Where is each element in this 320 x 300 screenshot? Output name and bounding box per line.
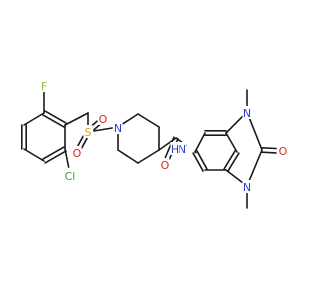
bond-b2-b3 (225, 132, 238, 153)
bonds (20, 89, 277, 209)
bond-C9-O3 (164, 136, 175, 159)
bond-b4-N3 (225, 169, 244, 184)
bond-N2-C10 (248, 116, 263, 151)
bond-p4-p5 (117, 149, 139, 164)
atom-label-o3: O (161, 159, 170, 172)
atom-label-cl: Cl (65, 170, 76, 183)
bond-c1-c2 (23, 112, 45, 126)
atom-label-bg-o2 (98, 112, 108, 125)
bond-c6-c1 (44, 110, 67, 124)
atom-label-s: S (85, 126, 92, 139)
atom-label-bg-cl (63, 169, 77, 182)
atom-label-o1: O (73, 147, 82, 160)
bond-b3-b4-2 (227, 152, 240, 172)
bond-C10-O4 (261, 151, 277, 154)
bond-c4-c5-2 (42, 146, 65, 160)
atom-label-bg-nh (177, 142, 187, 155)
bond-S-O1-2 (81, 137, 88, 149)
atom-label-n2: N (243, 107, 251, 120)
bond-S-O2 (93, 123, 101, 131)
bond-c6-CH2 (64, 112, 89, 126)
bond-c3-c4 (23, 148, 45, 162)
atom-label-bg-o1 (72, 146, 82, 159)
atom-label-bg-o4 (278, 144, 288, 157)
atom-label-bg-s (83, 125, 93, 138)
atom-label-bg-h (170, 142, 180, 155)
bond-c6-c1-2 (42, 114, 65, 128)
atom-label-n3: N (243, 181, 251, 194)
atom-label-n1: N (114, 122, 122, 135)
bond-b3-b4 (223, 150, 236, 170)
bond-S-N1 (93, 127, 113, 132)
bond-b2-N2 (225, 115, 244, 134)
bond-p1-p2 (137, 113, 160, 128)
bond-c4-c5 (44, 150, 67, 164)
bond-c5-Cl (64, 148, 70, 168)
atom-label-o4: O (279, 145, 288, 158)
atom-label-o2: O (99, 113, 108, 126)
bond-b5-b6 (196, 150, 208, 170)
atom-label-nh: N (178, 143, 186, 156)
atom-label-bg-o3 (160, 158, 170, 171)
atom-label-h: H (171, 143, 179, 156)
bond-N3-C10 (248, 149, 263, 182)
bond-b6-b1 (194, 132, 206, 153)
bond-N1-p1 (122, 113, 139, 125)
bond-b5-b6-2 (192, 152, 204, 172)
bond-p3-p4 (137, 149, 160, 164)
bond-C10-O4-2 (261, 147, 277, 150)
atom-label-bg-n3 (242, 180, 252, 193)
bond-S-O1 (77, 135, 84, 147)
atom-label-bg-n2 (242, 106, 252, 119)
atom-label-f: F (41, 80, 47, 93)
atom-label-bg-f (39, 79, 49, 92)
atom-label-bg-n1 (113, 121, 123, 134)
